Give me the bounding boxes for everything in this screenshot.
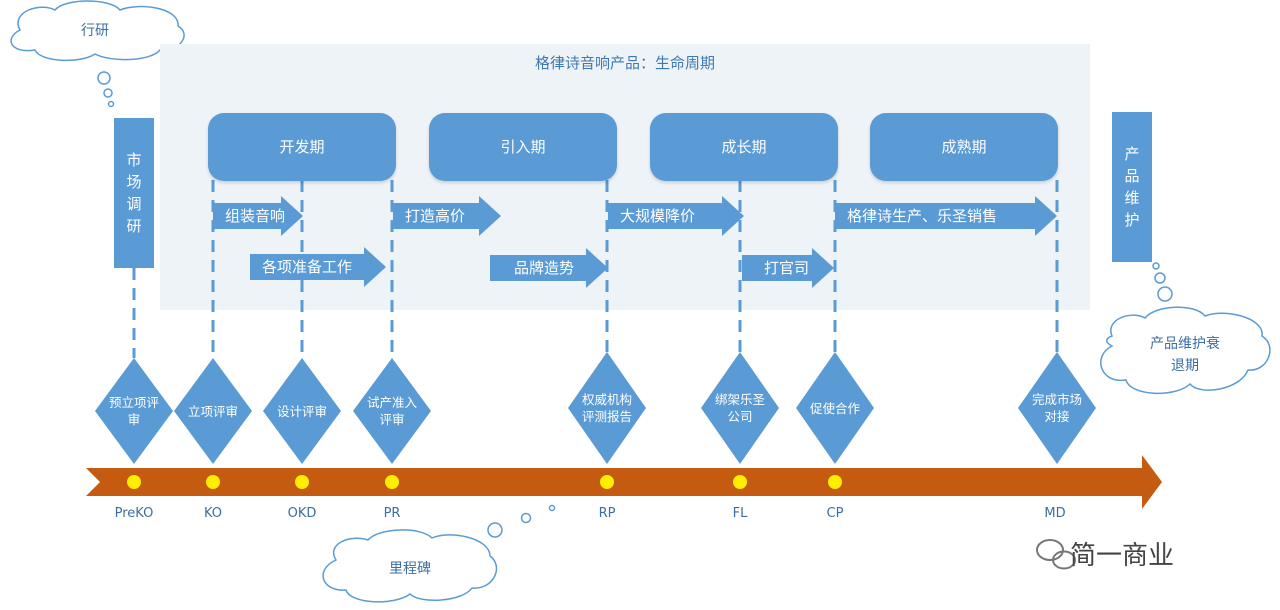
milestone-dot-ko [206, 475, 220, 489]
cloud-milestone [322, 504, 556, 603]
activity-preparation: 各项准备工作 [250, 247, 386, 287]
activity-assemble: 组装音响 [213, 196, 303, 236]
milestone-label-md: MD [1044, 506, 1066, 521]
review-diamond-rp: 权威机构评测报告 [568, 352, 646, 464]
activity-lawsuit: 打官司 [742, 248, 834, 288]
review-diamond-ko: 立项评审 [174, 358, 252, 464]
milestone-label-ko: KO [203, 506, 223, 521]
review-diamond-pr: 试产准入评审 [353, 358, 431, 464]
milestone-label-okd: OKD [287, 506, 317, 521]
milestone-dot-rp [600, 475, 614, 489]
phase-development: 开发期 [208, 113, 396, 181]
review-diamond-okd: 设计评审 [263, 358, 341, 464]
activity-brand-building: 品牌造势 [490, 248, 608, 288]
activity-high-price: 打造高价 [393, 196, 501, 236]
phase-maturity: 成熟期 [870, 113, 1058, 181]
milestone-label-preko: PreKO [114, 506, 154, 521]
milestone-dot-fl [733, 475, 747, 489]
wechat-logo-icon [1036, 539, 1076, 570]
milestone-label-rp: RP [598, 506, 616, 521]
review-diamond-md: 完成市场对接 [1018, 352, 1096, 464]
phase-introduction: 引入期 [429, 113, 617, 181]
milestone-dot-okd [295, 475, 309, 489]
milestone-label-fl: FL [732, 506, 748, 521]
cloud-maintenance-decline [1100, 262, 1271, 394]
milestone-dot-preko [127, 475, 141, 489]
activity-production-sales: 格律诗生产、乐圣销售 [835, 196, 1057, 236]
milestone-label-cp: CP [826, 506, 844, 521]
cloud-industry-research [10, 0, 185, 108]
phase-growth: 成长期 [650, 113, 838, 181]
brand-name: 简一商业 [1070, 541, 1175, 571]
product-maintenance-bar: 产品维护 [1112, 112, 1152, 262]
review-diamond-preko: 预立项评审 [95, 358, 173, 464]
market-research-bar: 市场调研 [114, 118, 154, 268]
cloud-milestone-text: 里程碑 [389, 561, 431, 577]
milestone-dot-pr [385, 475, 399, 489]
review-diamond-fl: 绑架乐圣公司 [701, 352, 779, 464]
activity-price-cut: 大规模降价 [608, 196, 744, 236]
cloud-industry-research-text: 行研 [81, 23, 109, 39]
timeline-arrow [86, 455, 1162, 509]
review-diamond-cp: 促使合作 [796, 352, 874, 464]
milestone-label-pr: PR [383, 506, 401, 521]
milestone-dot-cp [828, 475, 842, 489]
cloud-maintenance-decline-text: 产品维护衰退期 [1150, 336, 1220, 374]
panel-title: 格律诗音响产品：生命周期 [534, 54, 715, 72]
